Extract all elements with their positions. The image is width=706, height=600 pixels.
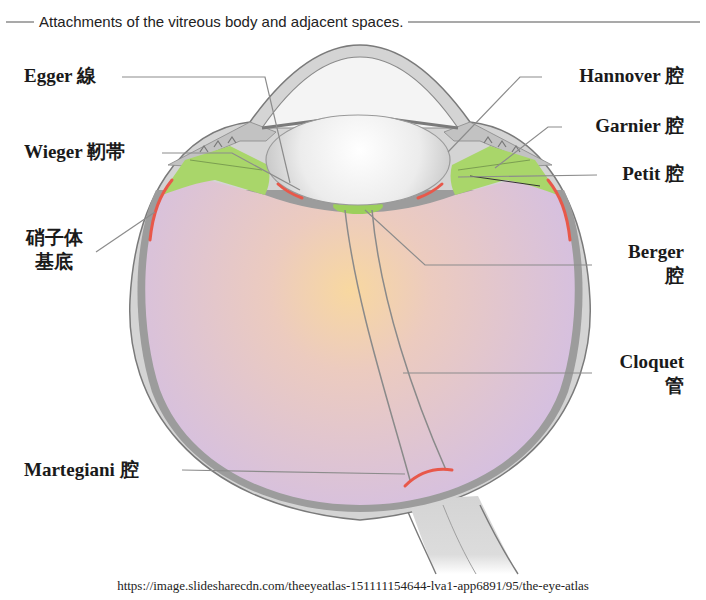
diagram-title: Attachments of the vitreous body and adj… xyxy=(34,12,408,32)
part-label: Martegiani 腔 xyxy=(24,458,139,482)
lens xyxy=(266,115,450,205)
part-label: Cloquet 管 xyxy=(612,350,684,398)
source-caption: https://image.slidesharecdn.com/theeyeat… xyxy=(0,578,706,594)
part-label: Petit 腔 xyxy=(622,162,684,186)
vitreous-body xyxy=(145,178,575,505)
part-label: Egger 線 xyxy=(24,64,96,88)
part-label: Berger 腔 xyxy=(616,240,684,288)
vitreous-attachments xyxy=(150,180,570,486)
sclera xyxy=(130,45,591,520)
part-label: 硝子体 基底 xyxy=(22,226,87,274)
cloquet-canal xyxy=(345,210,446,480)
part-label: Wieger 靭帯 xyxy=(24,140,125,164)
optic-nerve xyxy=(408,496,518,574)
part-label: Hannover 腔 xyxy=(579,64,684,88)
leader-lines xyxy=(96,77,597,474)
part-label: Garnier 腔 xyxy=(595,114,684,138)
